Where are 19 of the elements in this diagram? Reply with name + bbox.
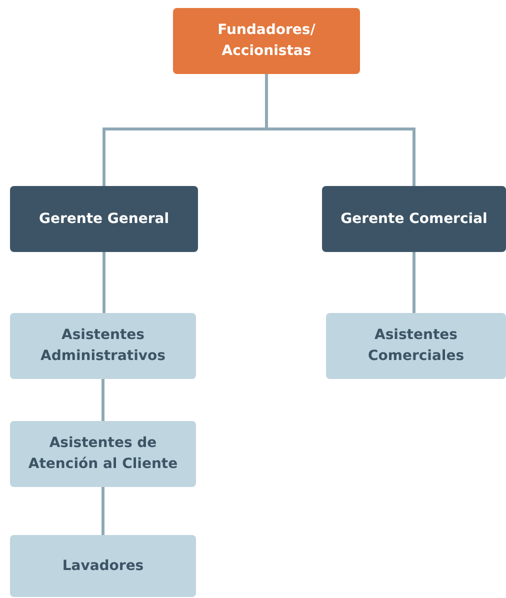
role-title: Asistentes Comerciales — [366, 326, 466, 366]
org-box — [10, 186, 198, 252]
connector-line — [412, 252, 416, 313]
org-box — [10, 421, 196, 487]
connector-line — [102, 379, 104, 421]
org-box — [322, 186, 506, 252]
role-title: Asistentes Administrativos — [40, 326, 166, 366]
org-box — [173, 8, 360, 74]
connector-line — [265, 74, 416, 186]
role-title: Gerente General — [38, 210, 169, 228]
connector-line — [102, 252, 106, 313]
role-title: Fundadores/ Accionistas — [216, 21, 316, 61]
role-title: Lavadores — [62, 556, 144, 576]
org-box — [10, 535, 196, 597]
org-box — [10, 313, 196, 379]
role-title: Asistentes de Atención al Cliente — [27, 434, 179, 474]
connector-line — [102, 487, 104, 535]
role-title: Gerente Comercial — [340, 210, 488, 228]
org-box — [326, 313, 506, 379]
